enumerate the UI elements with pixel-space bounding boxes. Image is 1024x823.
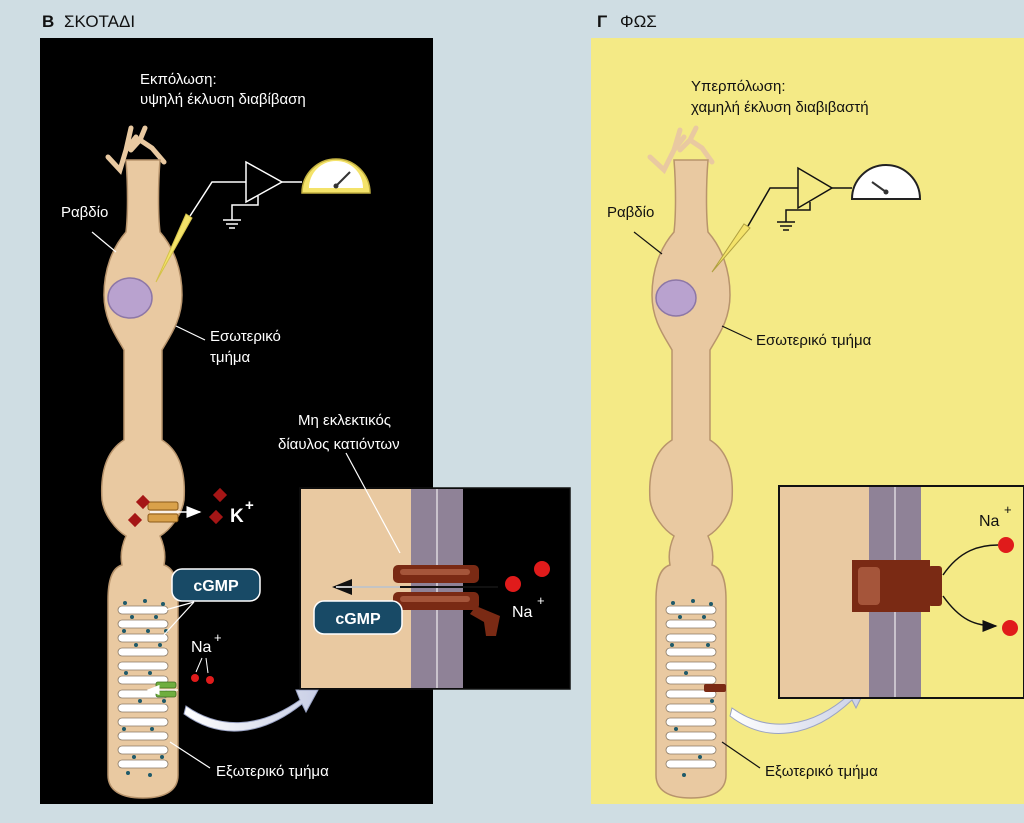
light-cell-body	[648, 159, 734, 799]
dark-label-k-sup: +	[245, 497, 254, 514]
dark-recording-setup	[155, 158, 371, 283]
dark-inset-sodium-ion	[534, 561, 550, 577]
dark-cgmp-badge	[171, 568, 261, 602]
dark-inset-label-na-sup: +	[537, 593, 545, 608]
dark-label-cgmp: cGMP	[193, 578, 239, 595]
dark-rod-cell	[100, 125, 186, 799]
dark-label-channel-2: δίαυλος κατιόντων	[278, 436, 400, 453]
dark-cell-body	[100, 159, 186, 799]
panel-dark-letter: Β	[42, 12, 54, 31]
dark-zoom-arrow	[183, 689, 319, 732]
panel-light-letter: Γ	[597, 12, 607, 31]
light-inset-label-na: Na	[979, 513, 1000, 530]
light-discs	[665, 605, 717, 769]
light-inset-label-na-sup: +	[1004, 502, 1012, 517]
dark-inset-label-cgmp: cGMP	[335, 611, 381, 628]
light-label-outer: Εξωτερικό τμήμα	[765, 763, 878, 780]
light-recording-setup	[711, 164, 922, 273]
dark-label-channel-1: Μη εκλεκτικός	[298, 412, 391, 429]
dark-label-k: K	[230, 506, 244, 527]
dark-label-inner-1: Εσωτερικό	[210, 328, 281, 345]
light-state-line2: χαμηλή έκλυση διαβιβαστή	[691, 99, 869, 116]
light-inset: Na +	[778, 485, 1024, 699]
light-nucleus	[655, 279, 697, 317]
dark-state-line2: υψηλή έκλυση διαβίβαση	[140, 91, 306, 108]
dark-inset: cGMP Na +	[299, 452, 571, 690]
dark-inset-cgmp-badge	[313, 600, 403, 635]
dark-inset-channel	[393, 565, 500, 636]
dark-sodium-ion	[206, 676, 214, 684]
dark-inset-label-na: Na	[512, 604, 533, 621]
light-inset-channel-closed	[852, 560, 942, 612]
dark-label-rod: Ραβδίο	[61, 204, 108, 221]
dark-state-line1: Εκπόλωση:	[140, 71, 217, 88]
panel-dark-title: ΣΚΟΤΑΔΙ	[64, 12, 135, 31]
dark-discs	[117, 605, 169, 769]
light-voltmeter	[850, 164, 922, 200]
dark-label-na: Na	[191, 639, 212, 656]
dark-cgmp-dots	[122, 599, 168, 777]
dark-label-outer: Εξωτερικό τμήμα	[216, 763, 329, 780]
light-inset-sodium-ion	[1002, 620, 1018, 636]
dark-nucleus	[107, 277, 153, 319]
dark-label-inner-2: τμήμα	[210, 349, 251, 366]
dark-label-na-sup: +	[214, 630, 222, 645]
light-label-inner: Εσωτερικό τμήμα	[756, 332, 872, 349]
light-closed-channel-small	[704, 684, 726, 692]
dark-potassium-channel	[127, 487, 228, 528]
panel-light-title: ΦΩΣ	[620, 12, 657, 31]
dark-sodium-ion	[191, 674, 199, 682]
dark-cation-channel-small	[146, 681, 178, 698]
light-rod-cell	[647, 125, 734, 799]
light-label-rod: Ραβδίο	[607, 204, 654, 221]
dark-inset-sodium-ion	[505, 576, 521, 592]
light-inset-sodium-ion	[998, 537, 1014, 553]
light-cgmp-dots	[670, 599, 714, 777]
light-state-line1: Υπερπόλωση:	[691, 78, 786, 95]
